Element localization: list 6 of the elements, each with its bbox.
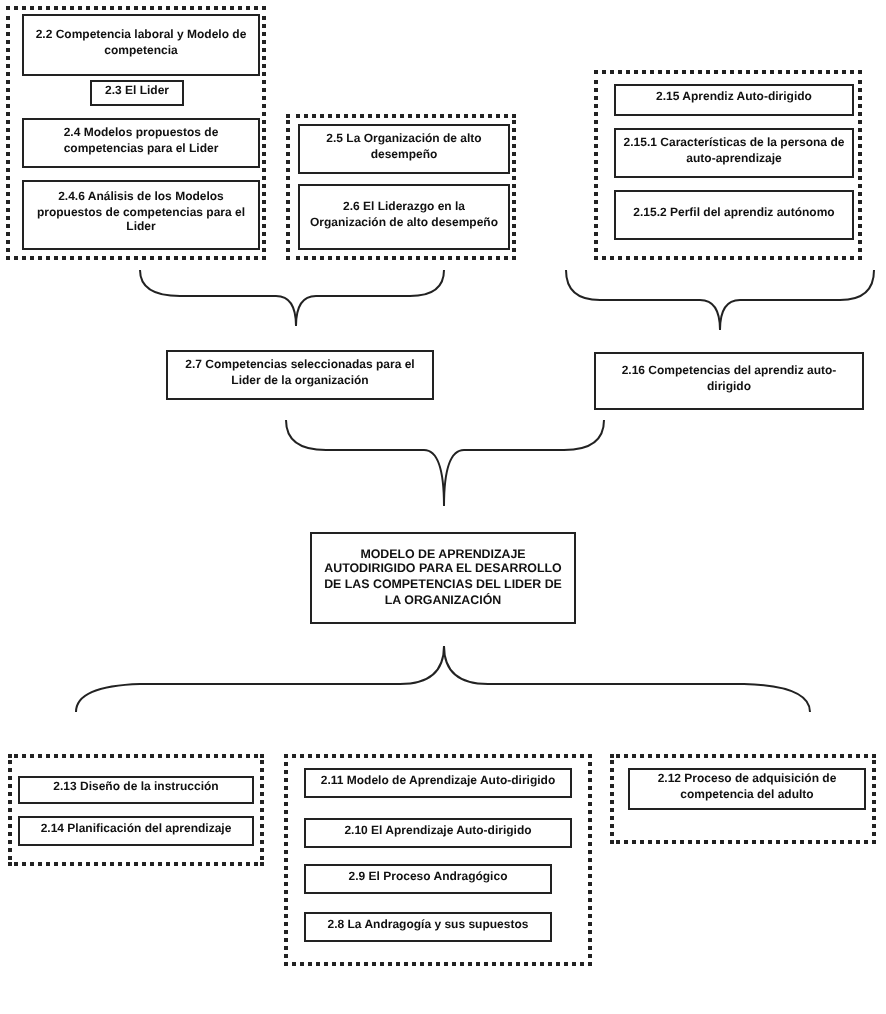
- dotted-group-frame: [610, 754, 876, 844]
- dotted-group-frame: [284, 754, 592, 966]
- dotted-group-frame: [594, 70, 862, 260]
- dotted-group-frame: [286, 114, 516, 260]
- dotted-group-frame: [8, 754, 264, 866]
- dotted-group-frame: [6, 6, 266, 260]
